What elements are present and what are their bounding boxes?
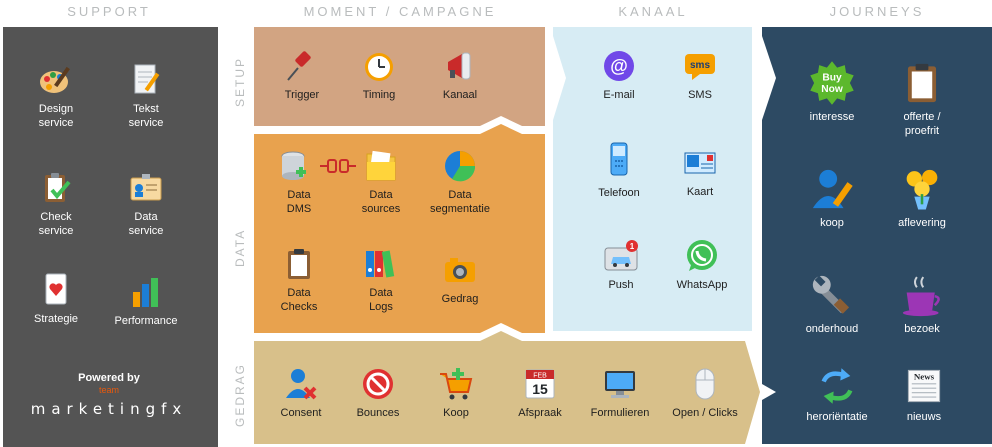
svg-text:News: News [914,371,935,381]
powered-by-label: Powered by [78,372,140,384]
wrench-icon [812,275,850,314]
gedrag-item-koop[interactable]: Koop [411,366,501,420]
calendar-day: 15 [532,381,548,397]
document-pen-icon [134,64,160,94]
header-moment-campagne: MOMENT / CAMPAGNE [303,4,497,19]
support-panel [3,27,218,447]
data-item-segmentatie[interactable]: Data segmentatie [415,148,505,216]
kanaal-item-kaart[interactable]: Kaart [655,145,745,199]
support-item-check[interactable]: Check service [11,170,101,238]
folder-icon [366,150,396,181]
data-item-checks[interactable]: Data Checks [254,246,344,314]
kanaal-item-email[interactable]: @ E-mail [574,48,664,102]
header-kanaal: KANAAL [618,4,688,19]
setup-item-timing[interactable]: Timing [334,48,424,102]
clipboard-icon [288,249,310,279]
newspaper-icon: News [907,369,941,403]
gedrag-panel [254,331,760,444]
svg-text:1: 1 [630,242,635,251]
at-sign-icon: @ [604,51,634,81]
gedrag-item-formulieren[interactable]: Formulieren [575,366,665,420]
svg-text:sms: sms [690,60,710,71]
journeys-item-aflevering[interactable]: aflevering [877,166,967,230]
user-pen-icon [812,169,853,209]
clock-icon [365,53,393,81]
header-journeys: JOURNEYS [829,4,925,19]
gedrag-item-bounces[interactable]: Bounces [333,366,423,420]
kanaal-item-telefoon[interactable]: Telefoon [574,136,664,200]
id-card-icon [130,174,162,201]
shopping-cart-icon [440,368,473,400]
megaphone-icon [448,52,471,80]
coffee-cup-icon [902,276,940,317]
palette-icon [40,66,70,93]
journeys-panel [762,27,992,444]
gedrag-item-consent[interactable]: Consent [256,366,346,420]
push-notification-icon: 1 [604,240,638,271]
flowers-icon [906,169,938,210]
sms-bubble-icon: sms [685,54,715,80]
data-item-gedrag[interactable]: Gedrag [415,252,505,306]
mobile-phone-icon [610,142,628,176]
svg-text:@: @ [610,56,628,76]
camera-icon [445,258,475,282]
pie-chart-icon [445,151,476,182]
support-item-strategie[interactable]: Strategie [11,272,101,326]
gedrag-item-afspraak[interactable]: FEB 15 Afspraak [495,366,585,420]
pushpin-icon [287,51,311,81]
no-entry-icon [363,369,393,399]
binders-icon [366,250,395,278]
calendar-month: FEB [533,373,547,380]
support-item-design[interactable]: Design service [11,62,101,130]
database-icon [281,151,306,180]
support-item-performance[interactable]: Performance [101,274,191,328]
user-x-icon [286,369,317,400]
header-support: SUPPORT [67,4,151,19]
support-item-data[interactable]: Data service [101,170,191,238]
journeys-item-koop[interactable]: koop [787,166,877,230]
bar-chart-icon [133,278,158,307]
gedrag-item-open-clicks[interactable]: Open / Clicks [660,366,750,420]
kanaal-item-sms[interactable]: sms SMS [655,48,745,102]
data-item-dms[interactable]: Data DMS [254,148,344,216]
journeys-item-bezoek[interactable]: bezoek [877,272,967,336]
playing-card-icon [45,273,67,305]
whatsapp-icon [687,240,717,271]
journeys-item-herorientatie[interactable]: heroriëntatie [792,366,882,424]
postcard-icon [684,152,716,174]
monitor-icon [605,371,635,398]
data-item-logs[interactable]: Data Logs [336,246,426,314]
support-item-tekst[interactable]: Tekst service [101,62,191,130]
setup-item-trigger[interactable]: Trigger [257,48,347,102]
journeys-item-nieuws[interactable]: News nieuws [879,366,969,424]
setup-panel [254,27,545,126]
journeys-item-onderhoud[interactable]: onderhoud [787,272,877,336]
kanaal-item-whatsapp[interactable]: WhatsApp [657,238,747,292]
clipboard-icon [907,63,937,103]
brand-logo: marketingfx [30,400,188,418]
mouse-icon [695,368,715,400]
journeys-item-offerte[interactable]: offerte / proefrit [877,60,967,138]
refresh-arrows-icon [821,368,853,404]
kanaal-item-push[interactable]: 1 Push [576,238,666,292]
team-label: team [98,385,119,395]
data-item-sources[interactable]: Data sources [336,148,426,216]
setup-item-kanaal[interactable]: Kanaal [415,48,505,102]
calendar-icon: FEB 15 [525,369,555,399]
clipboard-check-icon [45,173,71,202]
plug-connector-icon [320,159,356,173]
